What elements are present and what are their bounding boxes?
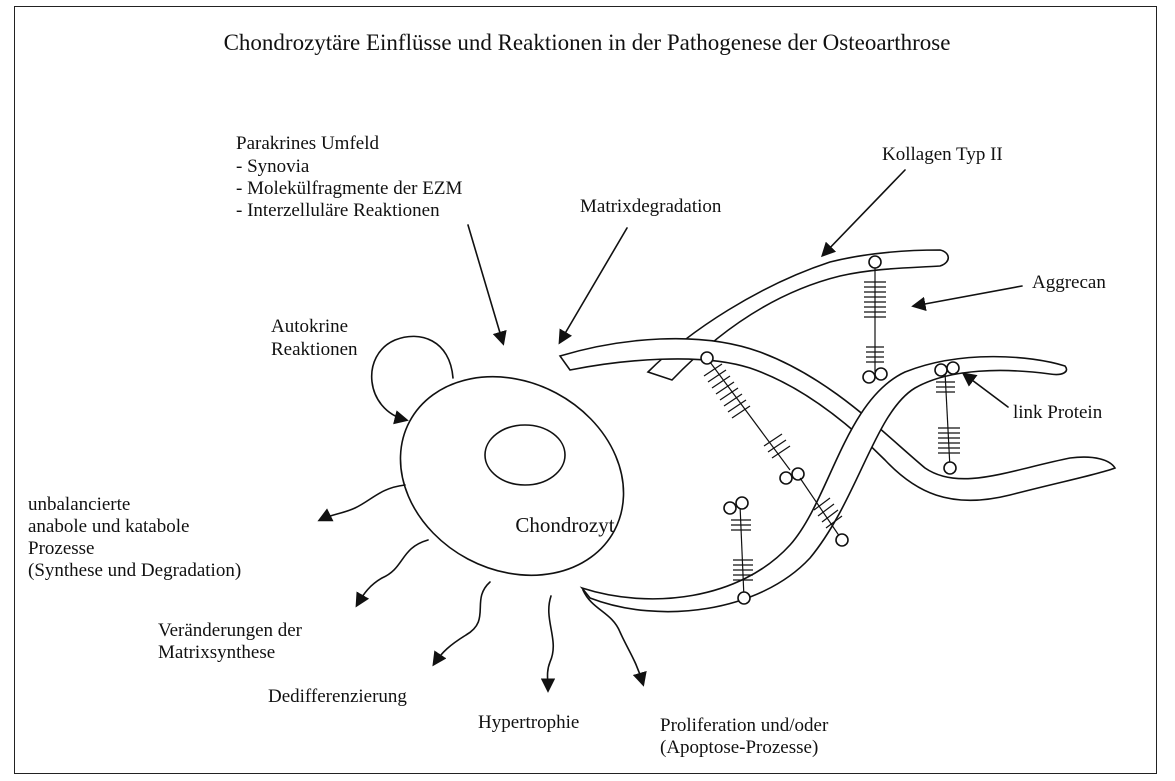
autocrine-line-1: Autokrine	[271, 316, 348, 337]
arrow-paracrine	[468, 225, 503, 343]
label-aggrecan: Aggrecan	[1032, 272, 1106, 293]
label-matrix-synthesis: Veränderungen der Matrixsynthese	[158, 620, 303, 663]
arrow-aggrecan	[914, 286, 1022, 306]
paracrine-line-3: - Molekülfragmente der EZM	[236, 178, 462, 199]
unbalanced-line-2: anabole und katabole	[28, 516, 189, 537]
collagen-fiber-top	[648, 250, 948, 380]
label-hypertrophy: Hypertrophie	[478, 712, 579, 733]
proliferation-line-2: (Apoptose-Prozesse)	[660, 737, 818, 758]
matrix-synthesis-line-2: Matrixsynthese	[158, 642, 275, 663]
label-proliferation: Proliferation und/oder (Apoptose-Prozess…	[660, 715, 829, 758]
label-unbalanced: unbalancierte anabole und katabole Proze…	[28, 494, 241, 581]
proliferation-line-1: Proliferation und/oder	[660, 715, 829, 736]
collagen-fibers	[560, 250, 1115, 612]
arrow-link-protein	[964, 374, 1008, 407]
label-link-protein: link Protein	[1013, 402, 1103, 423]
label-matrix-degradation: Matrixdegradation	[580, 196, 722, 217]
arrow-dedifferentiation	[434, 582, 490, 664]
unbalanced-line-1: unbalancierte	[28, 494, 130, 515]
paracrine-line-4: - Interzelluläre Reaktionen	[236, 200, 440, 221]
cell-nucleus	[485, 425, 565, 485]
matrix-synthesis-line-1: Veränderungen der	[158, 620, 303, 641]
autocrine-line-2: Reaktionen	[271, 339, 358, 360]
arrow-matrix-degradation	[560, 228, 627, 342]
paracrine-line-2: - Synovia	[236, 156, 310, 177]
unbalanced-line-3: Prozesse	[28, 538, 94, 559]
arrow-autocrine	[372, 336, 453, 420]
label-autocrine: Autokrine Reaktionen	[271, 316, 358, 360]
arrow-matrix-synthesis	[357, 540, 428, 605]
label-paracrine: Parakrines Umfeld - Synovia - Molekülfra…	[236, 133, 462, 221]
label-dedifferentiation: Dedifferenzierung	[268, 686, 407, 707]
label-collagen: Kollagen Typ II	[882, 144, 1003, 165]
arrow-hypertrophy	[548, 596, 554, 690]
chondrocyte-cell	[365, 339, 658, 614]
unbalanced-line-4: (Synthese und Degradation)	[28, 560, 241, 581]
chondrocyte-label: Chondrozyt	[515, 513, 614, 537]
paracrine-line-1: Parakrines Umfeld	[236, 133, 379, 154]
arrow-collagen	[823, 170, 905, 255]
diagram-title: Chondrozytäre Einflüsse und Reaktionen i…	[224, 30, 951, 55]
arrow-unbalanced	[320, 485, 405, 520]
